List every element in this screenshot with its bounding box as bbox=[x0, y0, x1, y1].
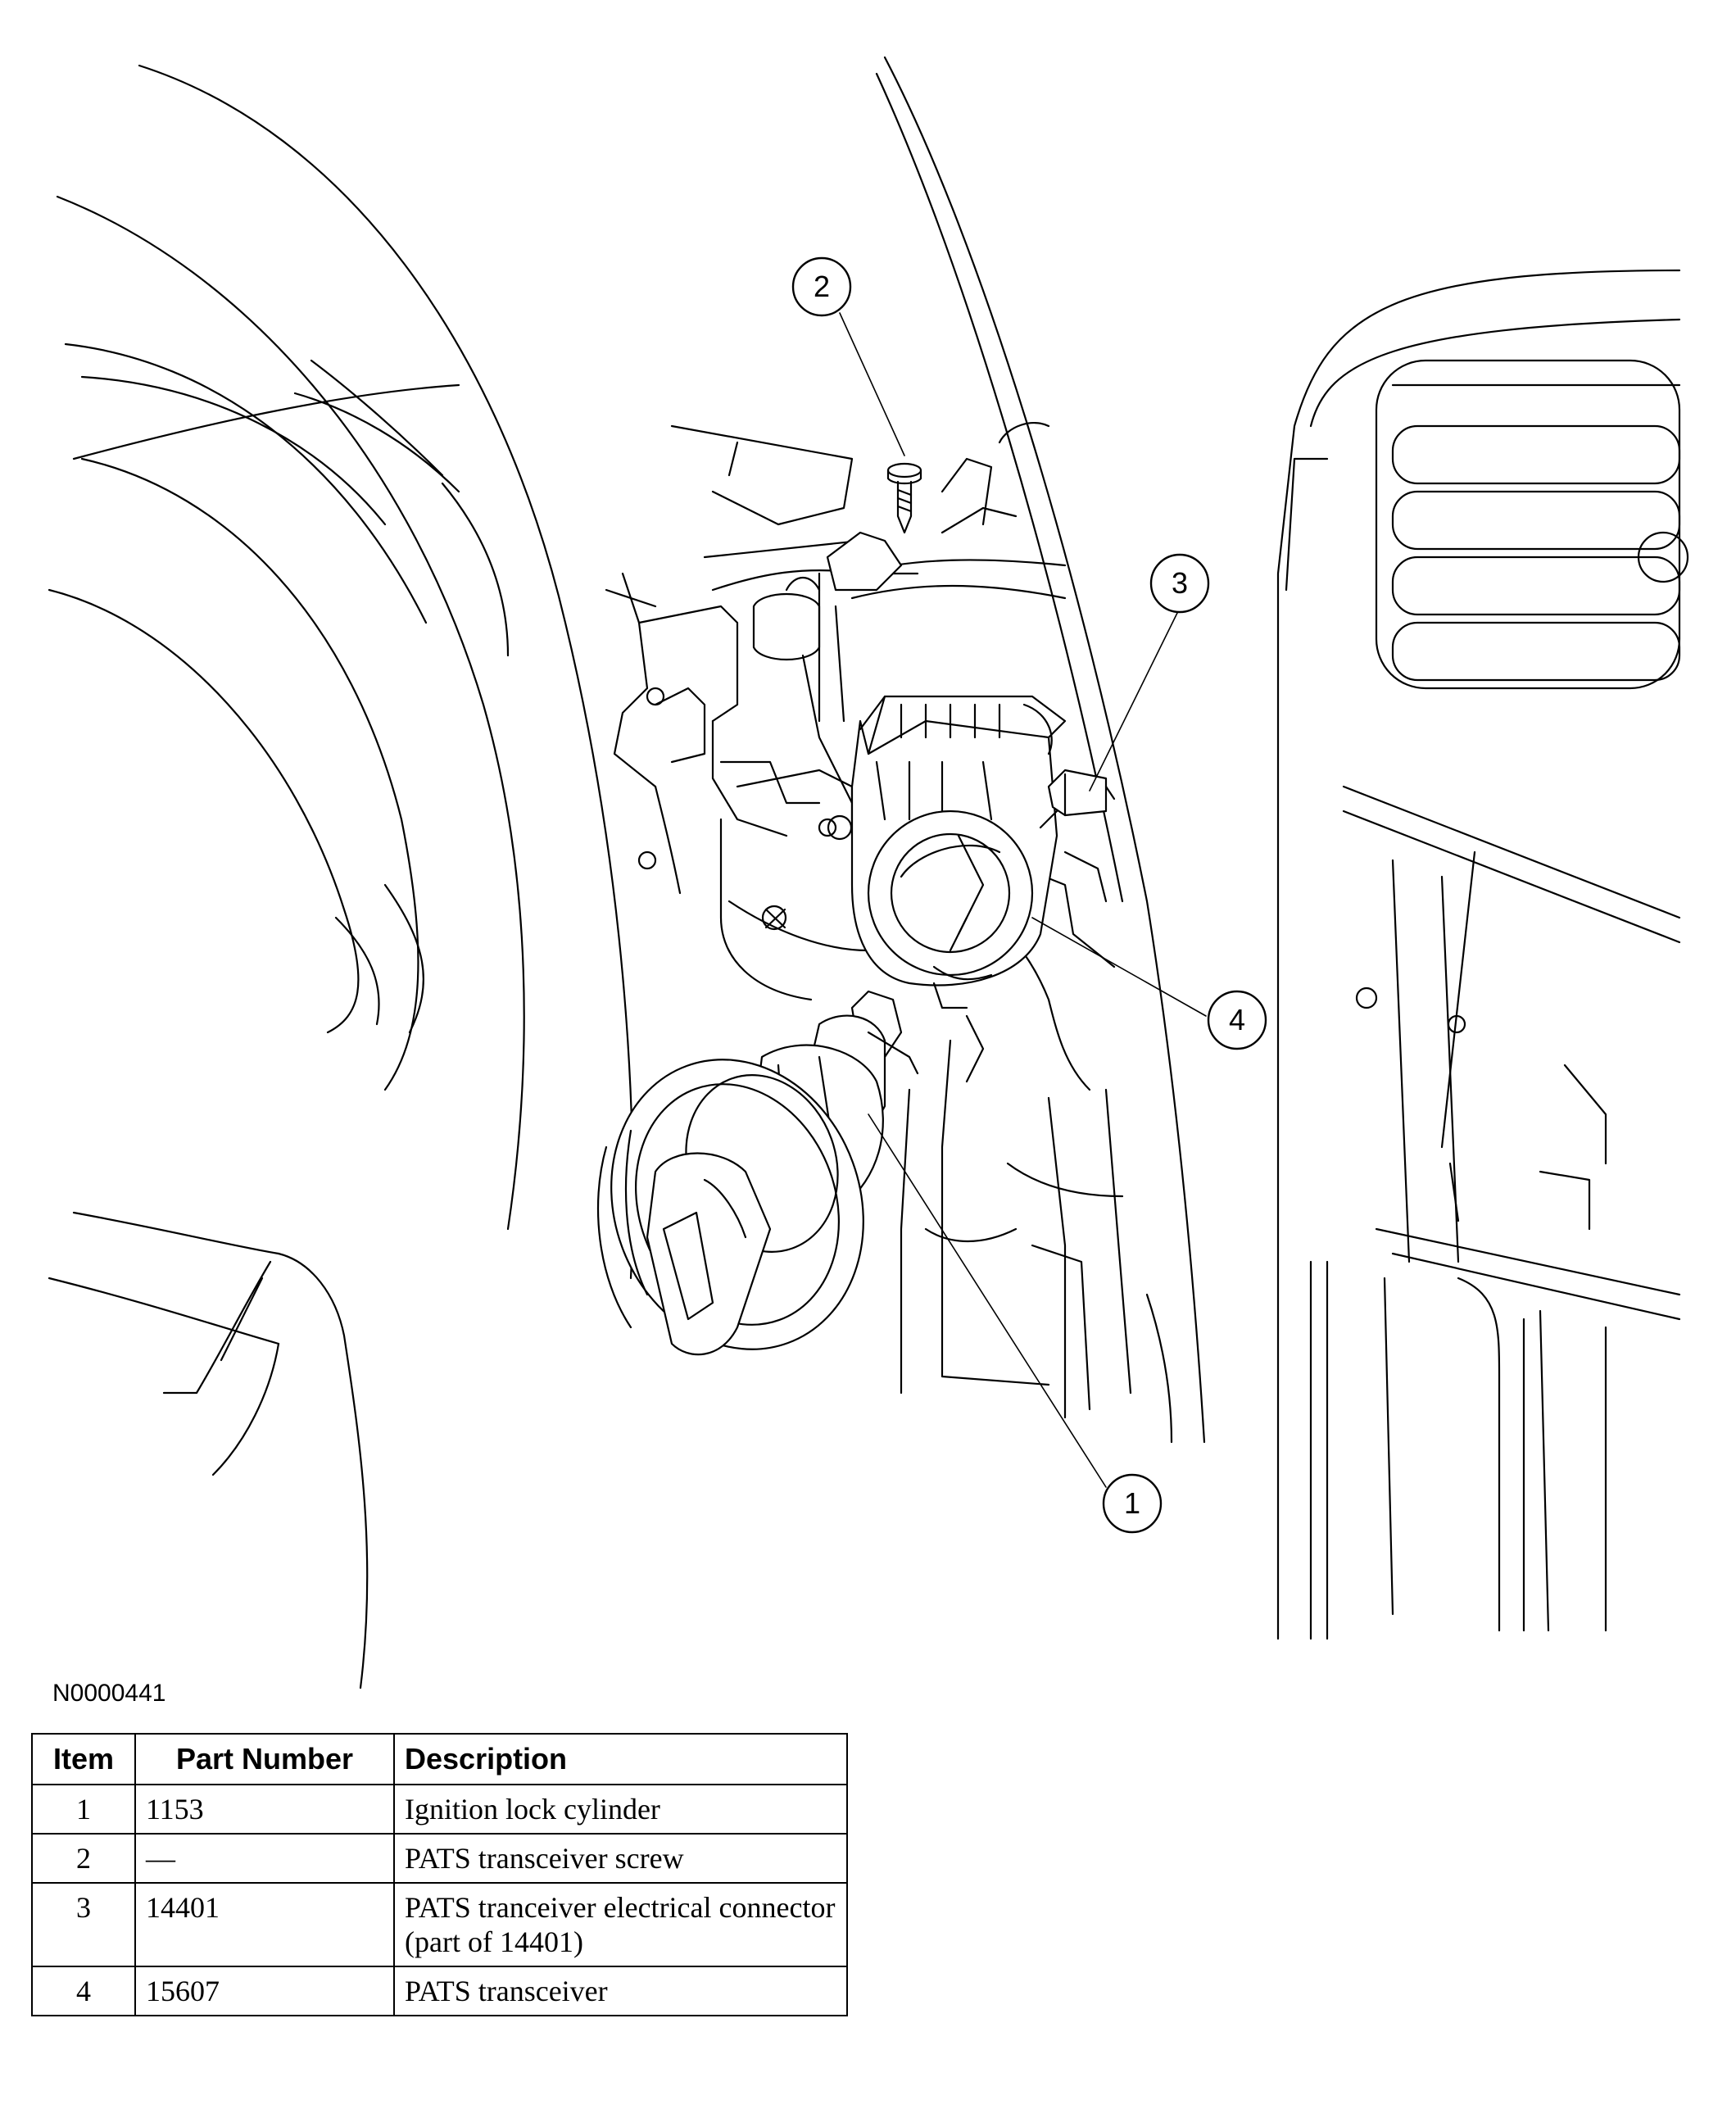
callout-2: 2 bbox=[791, 256, 852, 317]
callout-4-label: 4 bbox=[1229, 1003, 1245, 1036]
table-row: 1 1153 Ignition lock cylinder bbox=[31, 1784, 848, 1835]
header-part-number: Part Number bbox=[134, 1733, 395, 1785]
header-description: Description bbox=[393, 1733, 848, 1785]
row-item: 1 bbox=[31, 1784, 136, 1835]
leader-lines bbox=[839, 312, 1207, 1488]
leader-line-2 bbox=[839, 312, 905, 456]
row-item: 4 bbox=[31, 1966, 136, 2016]
table-row: 3 14401 PATS tranceiver electrical conne… bbox=[31, 1882, 848, 1967]
pats-transceiver bbox=[818, 695, 1067, 1009]
row-description: PATS transceiver screw bbox=[393, 1833, 848, 1884]
callout-2-label: 2 bbox=[814, 270, 830, 303]
steering-column bbox=[605, 422, 1173, 1444]
callout-1-label: 1 bbox=[1124, 1486, 1140, 1520]
leader-line-4 bbox=[1031, 917, 1207, 1017]
figure-id: N0000441 bbox=[52, 1680, 166, 1707]
callout-1: 1 bbox=[1102, 1473, 1163, 1534]
callout-4: 4 bbox=[1207, 990, 1267, 1050]
row-item: 2 bbox=[31, 1833, 136, 1884]
row-part-number: 1153 bbox=[134, 1784, 395, 1835]
pats-electrical-connector bbox=[1039, 769, 1116, 829]
instrument-panel bbox=[875, 56, 1689, 1640]
ignition-lock-illustration: 2 3 4 1 bbox=[48, 56, 1689, 1689]
parts-table: Item Part Number Description 1 1153 Igni… bbox=[31, 1733, 848, 2016]
row-part-number: 14401 bbox=[134, 1882, 395, 1967]
table-row: 4 15607 PATS transceiver bbox=[31, 1966, 848, 2016]
leader-line-3 bbox=[1089, 607, 1181, 791]
row-description: Ignition lock cylinder bbox=[393, 1784, 848, 1835]
ignition-lock-cylinder bbox=[596, 990, 919, 1356]
header-item: Item bbox=[31, 1733, 136, 1785]
row-description: PATS transceiver bbox=[393, 1966, 848, 2016]
leader-line-1 bbox=[868, 1113, 1107, 1488]
steering-wheel bbox=[48, 64, 634, 1689]
table-header-row: Item Part Number Description bbox=[31, 1733, 848, 1785]
row-part-number: — bbox=[134, 1833, 395, 1884]
callout-3-label: 3 bbox=[1172, 566, 1188, 600]
pats-transceiver-screw bbox=[886, 462, 922, 534]
callout-3: 3 bbox=[1149, 553, 1210, 614]
row-part-number: 15607 bbox=[134, 1966, 395, 2016]
table-row: 2 — PATS transceiver screw bbox=[31, 1833, 848, 1884]
row-item: 3 bbox=[31, 1882, 136, 1967]
row-description: PATS tranceiver electrical connector (pa… bbox=[393, 1882, 848, 1967]
